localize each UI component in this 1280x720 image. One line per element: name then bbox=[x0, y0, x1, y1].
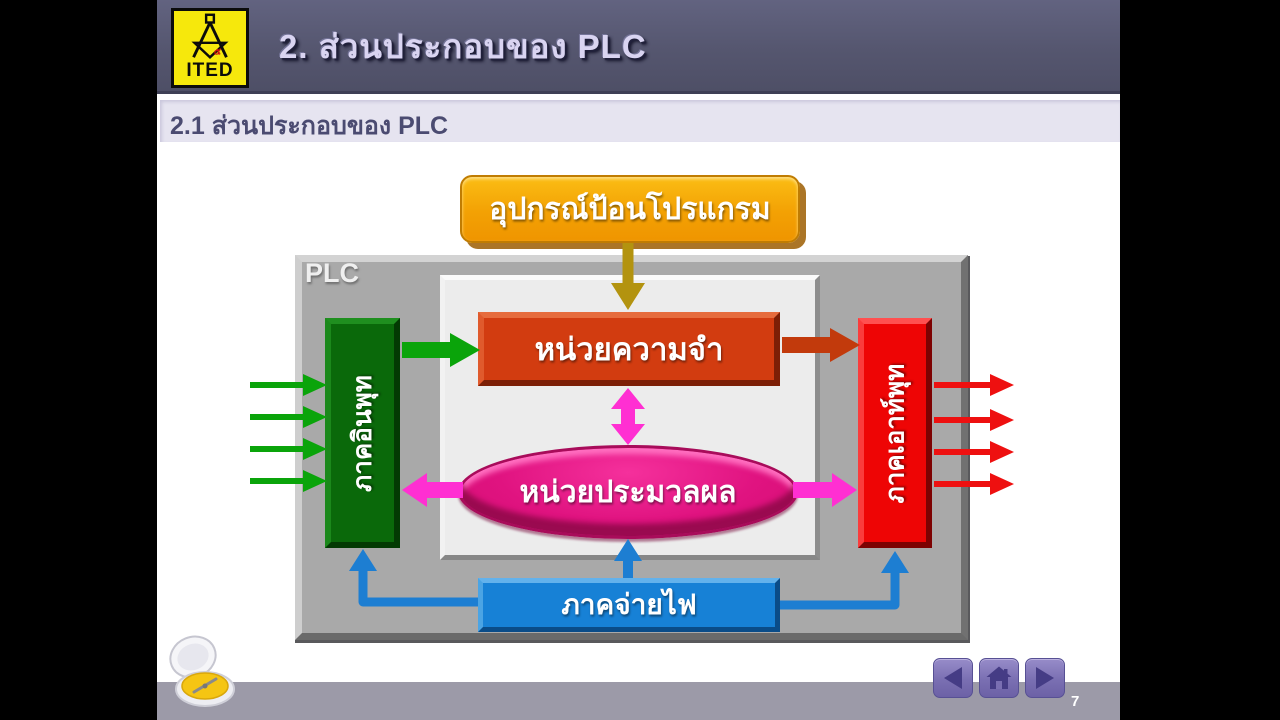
nav-back-button[interactable] bbox=[933, 658, 973, 698]
nav-buttons bbox=[933, 658, 1065, 698]
node-output: ภาคเอาท์พุท bbox=[858, 318, 932, 548]
nav-home-button[interactable] bbox=[979, 658, 1019, 698]
nav-forward-button[interactable] bbox=[1025, 658, 1065, 698]
slide-title: 2. ส่วนประกอบของ PLC bbox=[279, 28, 647, 65]
svg-text:๕: ๕ bbox=[214, 46, 222, 57]
header-bar: ๕ ITED 2. ส่วนประกอบของ PLC bbox=[157, 0, 1120, 94]
back-arrow-icon bbox=[944, 667, 962, 689]
node-input: ภาคอินพุท bbox=[325, 318, 400, 548]
node-input-label: ภาคอินพุท bbox=[347, 374, 378, 492]
ited-logo: ๕ ITED bbox=[171, 8, 249, 88]
compass-icon bbox=[163, 633, 247, 718]
plc-container-label: PLC bbox=[305, 258, 359, 288]
subtitle-text: 2.1 ส่วนประกอบของ PLC bbox=[170, 112, 449, 140]
node-power: ภาคจ่ายไฟ bbox=[478, 578, 780, 632]
page-number: 7 bbox=[1071, 693, 1080, 710]
drafting-compass-icon: ๕ bbox=[191, 13, 229, 59]
home-icon bbox=[986, 666, 1012, 689]
node-output-label: ภาคเอาท์พุท bbox=[879, 363, 910, 503]
subtitle-bar: 2.1 ส่วนประกอบของ PLC bbox=[160, 100, 1120, 142]
logo-label: ITED bbox=[186, 60, 234, 81]
slide: ๕ ITED 2. ส่วนประกอบของ PLC 2.1 ส่วนประก… bbox=[157, 0, 1120, 720]
node-cpu: หน่วยประมวลผล bbox=[458, 445, 798, 539]
node-memory: หน่วยความจำ bbox=[478, 312, 780, 386]
node-programmer: อุปกรณ์ป้อนโปรแกรม bbox=[460, 175, 800, 243]
forward-arrow-icon bbox=[1036, 667, 1054, 689]
